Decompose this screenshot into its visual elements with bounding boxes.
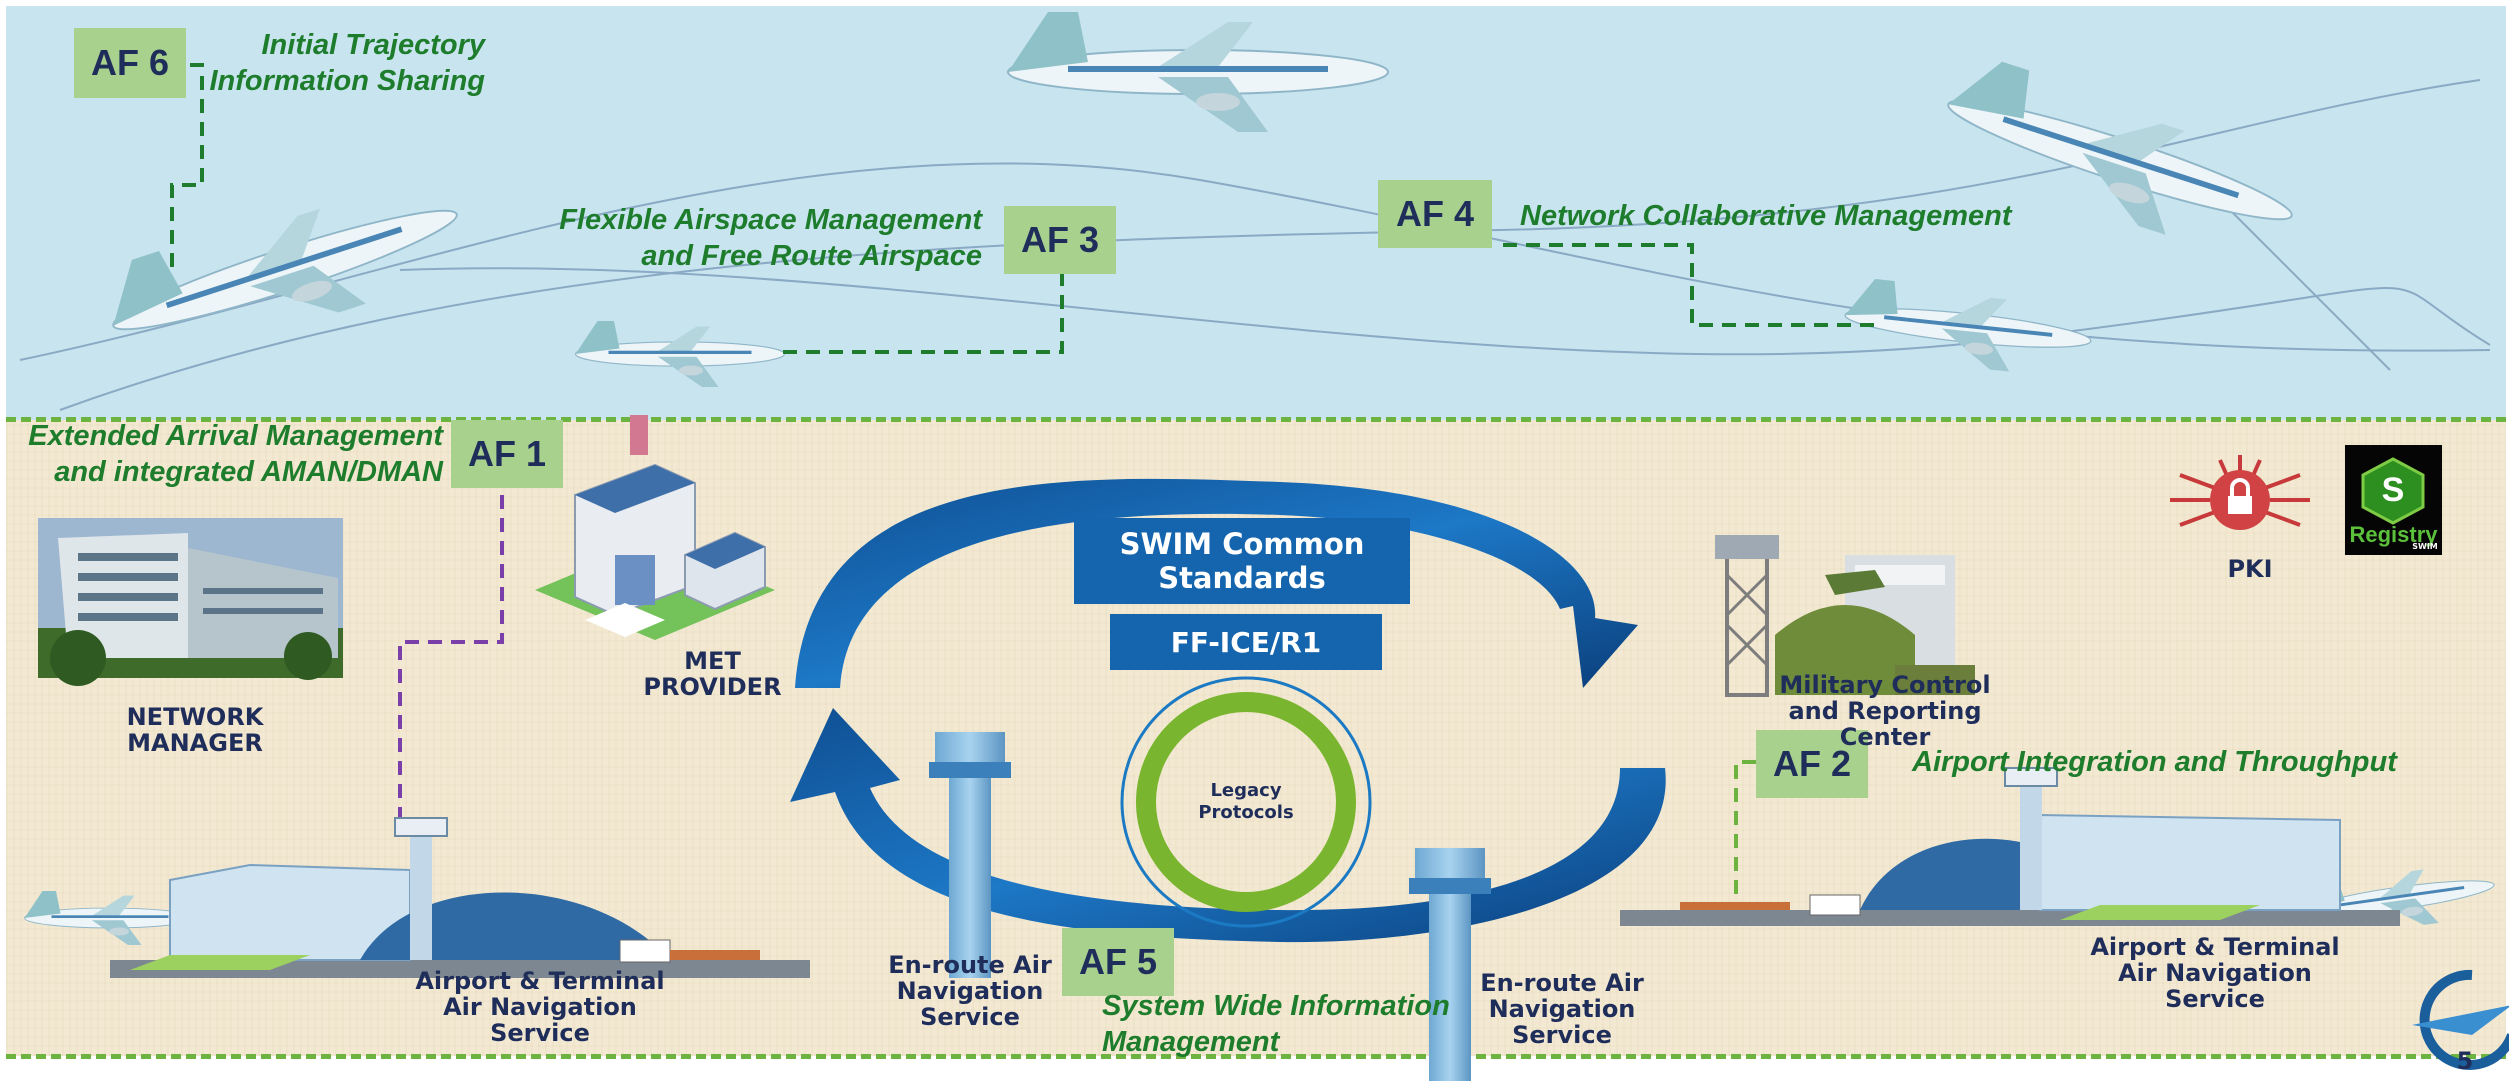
enroute-right-label: En-route Air Navigation Service (1480, 969, 1644, 1049)
af5-badge: AF 5 (1062, 928, 1174, 996)
af4-title: Network Collaborative Management (1520, 200, 2012, 232)
upper-boundary-dash (6, 417, 2506, 422)
airport-terminal-icon-left (110, 817, 810, 978)
af1-title-line1: Extended Arrival Management (28, 420, 443, 452)
af1-badge: AF 1 (451, 420, 563, 488)
registry-label: Registry (2349, 522, 2438, 547)
airplane-icon-4 (1929, 49, 2311, 271)
af3-badge: AF 3 (1004, 206, 1116, 274)
af6-title: Initial Trajectory Information Sharing (205, 27, 486, 99)
met-building-icon (535, 415, 775, 640)
af3-title-line2: and Free Route Airspace (641, 240, 982, 272)
airplane-icon-5 (1840, 275, 2096, 381)
swim-registry-icon (2345, 445, 2442, 555)
registry-s-label: S (2381, 471, 2405, 509)
pki-lock-icon (2170, 455, 2310, 530)
page-number: 5 (2456, 1047, 2474, 1075)
pki-label: PKI (2227, 555, 2273, 583)
airplane-icon-3 (574, 320, 786, 388)
network-manager-label: NETWORK MANAGER (126, 703, 264, 757)
airport-right-label: Airport & Terminal Air Navigation Servic… (2090, 933, 2340, 1013)
met-provider-label: MET PROVIDER (643, 647, 782, 701)
af3-title: Flexible Airspace Management and Free Ro… (520, 202, 982, 274)
af4-badge: AF 4 (1378, 180, 1492, 248)
eurocontrol-logo-icon (2412, 969, 2509, 1070)
af6-title-line1: Initial Trajectory (261, 29, 486, 61)
legacy-protocols-label: Legacy Protocols (1198, 780, 1294, 823)
control-tower-icon-right (1409, 848, 1491, 1081)
airport-terminal-icon-right (1620, 767, 2400, 926)
swim-common-standards-box: SWIM Common Standards (1074, 518, 1410, 604)
control-tower-icon-left (929, 732, 1011, 978)
af1-title: Extended Arrival Management and integrat… (18, 418, 443, 490)
ff-ice-box: FF-ICE/R1 (1110, 614, 1382, 670)
af2-badge: AF 2 (1756, 730, 1868, 798)
af5-title-line2: Management (1102, 1026, 1280, 1058)
af5-title: System Wide Information Management (1102, 988, 1482, 1060)
af2-title: Airport Integration and Throughput (1912, 746, 2397, 778)
building-icon (38, 518, 343, 686)
military-base-icon (1715, 535, 1975, 697)
military-center-label: Military Control and Reporting Center (1779, 671, 1991, 751)
af5-title-line1: System Wide Information (1102, 990, 1450, 1022)
registry-swim-label: SWIM (2412, 542, 2438, 551)
airplane-icon-1 (1007, 11, 1389, 133)
af1-title-line2: and integrated AMAN/DMAN (54, 456, 443, 488)
airport-left-label: Airport & Terminal Air Navigation Servic… (415, 967, 665, 1047)
af6-badge: AF 6 (74, 28, 186, 98)
lower-boundary-dash (6, 1054, 2506, 1059)
af3-title-line1: Flexible Airspace Management (559, 204, 982, 236)
af6-title-line2: Information Sharing (209, 65, 486, 97)
enroute-left-label: En-route Air Navigation Service (888, 951, 1052, 1031)
